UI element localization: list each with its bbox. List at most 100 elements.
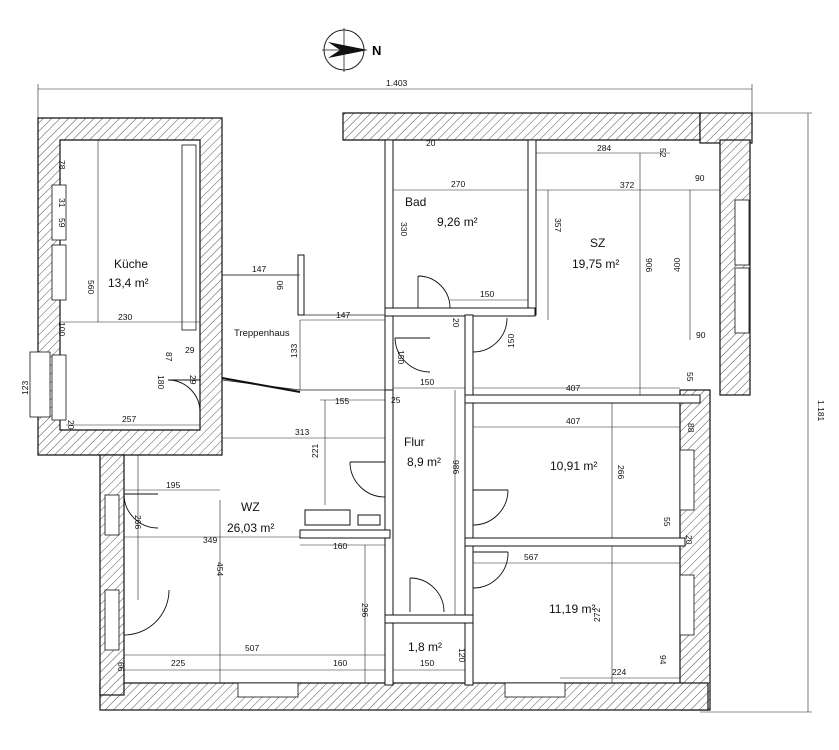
wall-right-sz bbox=[719, 139, 751, 396]
dim-label: 55 bbox=[662, 517, 672, 527]
window-room5 bbox=[679, 449, 695, 511]
dim-label: 52 bbox=[658, 148, 668, 158]
room-wc-area: 1,8 m² bbox=[408, 640, 442, 654]
window-wz-left-1 bbox=[104, 589, 120, 651]
wall-top bbox=[342, 112, 701, 141]
room-6-area: 11,19 m² bbox=[549, 602, 595, 616]
exterior-walls bbox=[37, 112, 753, 711]
dim-label: 160 bbox=[333, 658, 347, 668]
dim-label: 906 bbox=[644, 258, 654, 272]
interior-walls bbox=[181, 139, 701, 686]
dim-label: 25 bbox=[391, 395, 401, 405]
dim-label: 59 bbox=[57, 218, 67, 228]
dim-label: 284 bbox=[597, 143, 611, 153]
dim-label: 454 bbox=[215, 562, 225, 576]
window-sz-1 bbox=[734, 199, 750, 266]
dim-label: 270 bbox=[451, 179, 465, 189]
room-flur-name: Flur bbox=[404, 435, 425, 449]
door-wz bbox=[349, 461, 386, 498]
dim-label: 150 bbox=[396, 350, 406, 364]
dim-label: 150 bbox=[420, 658, 434, 668]
chimney bbox=[304, 509, 351, 526]
dim-label: 266 bbox=[616, 465, 626, 479]
overall-width-dimension: 1.403 bbox=[37, 78, 753, 118]
north-arrow-icon: N bbox=[322, 28, 381, 72]
wall-bad-bottom bbox=[384, 307, 536, 317]
door-room6 bbox=[472, 551, 509, 589]
dim-label: 29 bbox=[185, 345, 195, 355]
dim-label: 372 bbox=[620, 180, 634, 190]
balcony-kitchen bbox=[29, 351, 51, 418]
dim-label: 55 bbox=[685, 372, 695, 382]
dim-label: 225 bbox=[171, 658, 185, 668]
dim-label: 87 bbox=[164, 352, 174, 362]
room-kueche-name: Küche bbox=[114, 257, 148, 271]
door-bad bbox=[417, 275, 451, 309]
overall-width-label: 1.403 bbox=[386, 78, 408, 88]
wall-kitchen bbox=[37, 117, 223, 456]
dim-label: 266 bbox=[133, 515, 143, 529]
room-wz-name: WZ bbox=[241, 500, 260, 514]
dim-label: 349 bbox=[203, 535, 217, 545]
dim-label: 560 bbox=[86, 280, 96, 294]
dim-label: 90 bbox=[275, 280, 285, 290]
door-wz-balcony bbox=[123, 589, 170, 636]
dim-label: 20 bbox=[684, 535, 694, 545]
window-room6 bbox=[679, 574, 695, 636]
dim-label: 31 bbox=[57, 198, 67, 208]
window-wz-bottom bbox=[237, 682, 299, 698]
overall-height-dimension: 1.181 bbox=[700, 112, 826, 713]
dim-label: 160 bbox=[333, 541, 347, 551]
room-sz-area: 19,75 m² bbox=[572, 257, 619, 271]
stair-rail bbox=[297, 254, 305, 316]
kitchen-counter bbox=[181, 144, 197, 331]
dim-label: 180 bbox=[156, 375, 166, 389]
dim-label: 230 bbox=[118, 312, 132, 322]
dim-label: 66 bbox=[116, 662, 126, 672]
dim-label: 29 bbox=[188, 375, 198, 385]
room-wz-area: 26,03 m² bbox=[227, 521, 274, 535]
room-kueche-area: 13,4 m² bbox=[108, 276, 149, 290]
dim-label: 78 bbox=[57, 160, 67, 170]
dim-label: 567 bbox=[524, 552, 538, 562]
dim-label: 123 bbox=[20, 381, 30, 395]
dim-label: 133 bbox=[289, 344, 299, 358]
window-kitchen-3 bbox=[51, 354, 67, 421]
dim-label: 296 bbox=[360, 603, 370, 617]
dim-label: 400 bbox=[672, 258, 682, 272]
wall-wz-top bbox=[299, 529, 391, 539]
shaft bbox=[357, 514, 381, 526]
door-flur-top bbox=[394, 337, 431, 373]
dimension-lines bbox=[60, 140, 720, 683]
wall-wc-top bbox=[384, 614, 474, 624]
stair-landing-wall bbox=[221, 377, 301, 393]
wall-right-lower bbox=[679, 389, 711, 711]
room-bad-name: Bad bbox=[405, 195, 426, 209]
dim-label: 357 bbox=[553, 218, 563, 232]
wall-bad-left bbox=[384, 139, 394, 391]
dim-label: 150 bbox=[506, 334, 516, 348]
dim-label: 407 bbox=[566, 416, 580, 426]
dim-label: 90 bbox=[696, 330, 706, 340]
dim-label: 20 bbox=[451, 318, 461, 328]
dim-label: 507 bbox=[245, 643, 259, 653]
compass-label: N bbox=[372, 43, 381, 58]
dim-label: 88 bbox=[686, 423, 696, 433]
wall-right-top bbox=[699, 112, 753, 144]
door-sz bbox=[472, 317, 508, 353]
door-kitchen bbox=[167, 379, 201, 413]
window-room6-bottom bbox=[504, 682, 566, 698]
dim-label: 313 bbox=[295, 427, 309, 437]
dim-label: 90 bbox=[695, 173, 705, 183]
dim-label: 257 bbox=[122, 414, 136, 424]
overall-height-label: 1.181 bbox=[816, 400, 826, 422]
room-sz-name: SZ bbox=[590, 236, 605, 250]
wall-flur-right bbox=[464, 314, 474, 686]
dim-label: 330 bbox=[399, 222, 409, 236]
window-kitchen-2 bbox=[51, 244, 67, 301]
room-treppenhaus-name: Treppenhaus bbox=[234, 328, 290, 339]
door-wz-left bbox=[123, 493, 159, 529]
dimension-labels: 78 31 59 560 100 230 87 29 180 29 123 25… bbox=[20, 138, 706, 677]
room-bad-area: 9,26 m² bbox=[437, 215, 478, 229]
window-sz-2 bbox=[734, 267, 750, 334]
